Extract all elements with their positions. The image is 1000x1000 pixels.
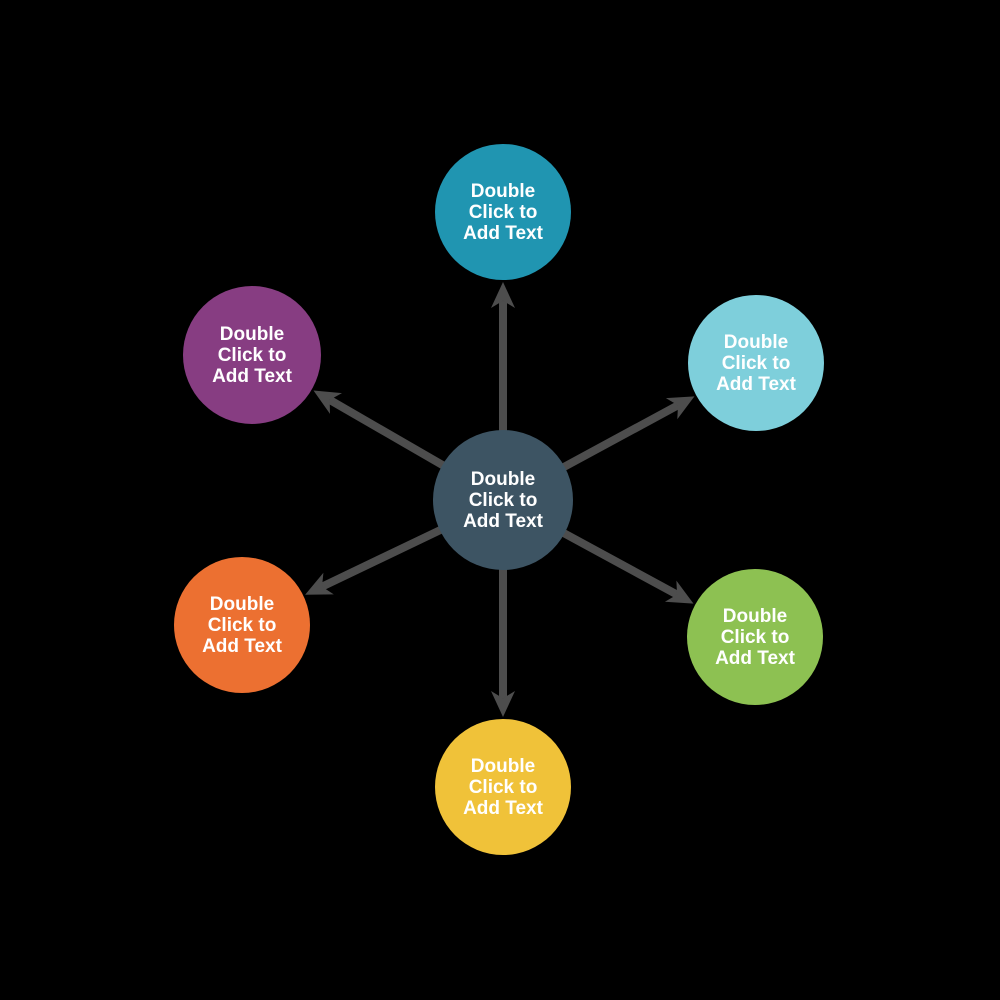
node-label-line: Click to (469, 202, 538, 223)
node-circle-center[interactable] (433, 430, 573, 570)
node-label-line: Add Text (715, 648, 796, 669)
node-label-line: Double (471, 469, 535, 490)
node-label-line: Add Text (463, 511, 544, 532)
node-label-line: Add Text (202, 636, 283, 657)
node-label-line: Double (210, 594, 274, 615)
node-circle-bottom-right[interactable] (687, 569, 823, 705)
node-label-line: Double (220, 324, 284, 345)
node-label-line: Click to (218, 345, 287, 366)
node-label-line: Double (471, 181, 535, 202)
node-circle-bottom-left[interactable] (174, 557, 310, 693)
connector-arrowhead-top[interactable] (491, 282, 515, 308)
node-label-line: Double (471, 756, 535, 777)
node-label-line: Add Text (212, 366, 293, 387)
node-circle-bottom[interactable] (435, 719, 571, 855)
node-label-line: Double (724, 332, 788, 353)
connector-line-top-left[interactable] (327, 396, 455, 475)
connector-arrowhead-bottom-right[interactable] (664, 580, 694, 604)
connector-line-bottom-left[interactable] (320, 521, 453, 591)
connector-arrowhead-bottom-left[interactable] (305, 572, 334, 595)
node-label-line: Click to (469, 777, 538, 798)
connector-arrowhead-top-left[interactable] (313, 390, 342, 414)
node-circle-top[interactable] (435, 144, 571, 280)
connectors-layer (305, 282, 695, 717)
connector-line-bottom-right[interactable] (552, 524, 679, 599)
node-label-line: Add Text (463, 223, 544, 244)
connector-arrowhead-top-right[interactable] (665, 396, 695, 420)
connector-arrowhead-bottom[interactable] (491, 691, 515, 717)
connector-line-top-right[interactable] (552, 401, 680, 476)
node-label-line: Double (723, 606, 787, 627)
node-circle-top-left[interactable] (183, 286, 321, 424)
node-label-line: Add Text (463, 798, 544, 819)
node-label-line: Click to (722, 353, 791, 374)
node-label-line: Click to (721, 627, 790, 648)
node-label-line: Click to (469, 490, 538, 511)
node-label-line: Add Text (716, 374, 797, 395)
node-label-line: Click to (208, 615, 277, 636)
node-circle-top-right[interactable] (688, 295, 824, 431)
